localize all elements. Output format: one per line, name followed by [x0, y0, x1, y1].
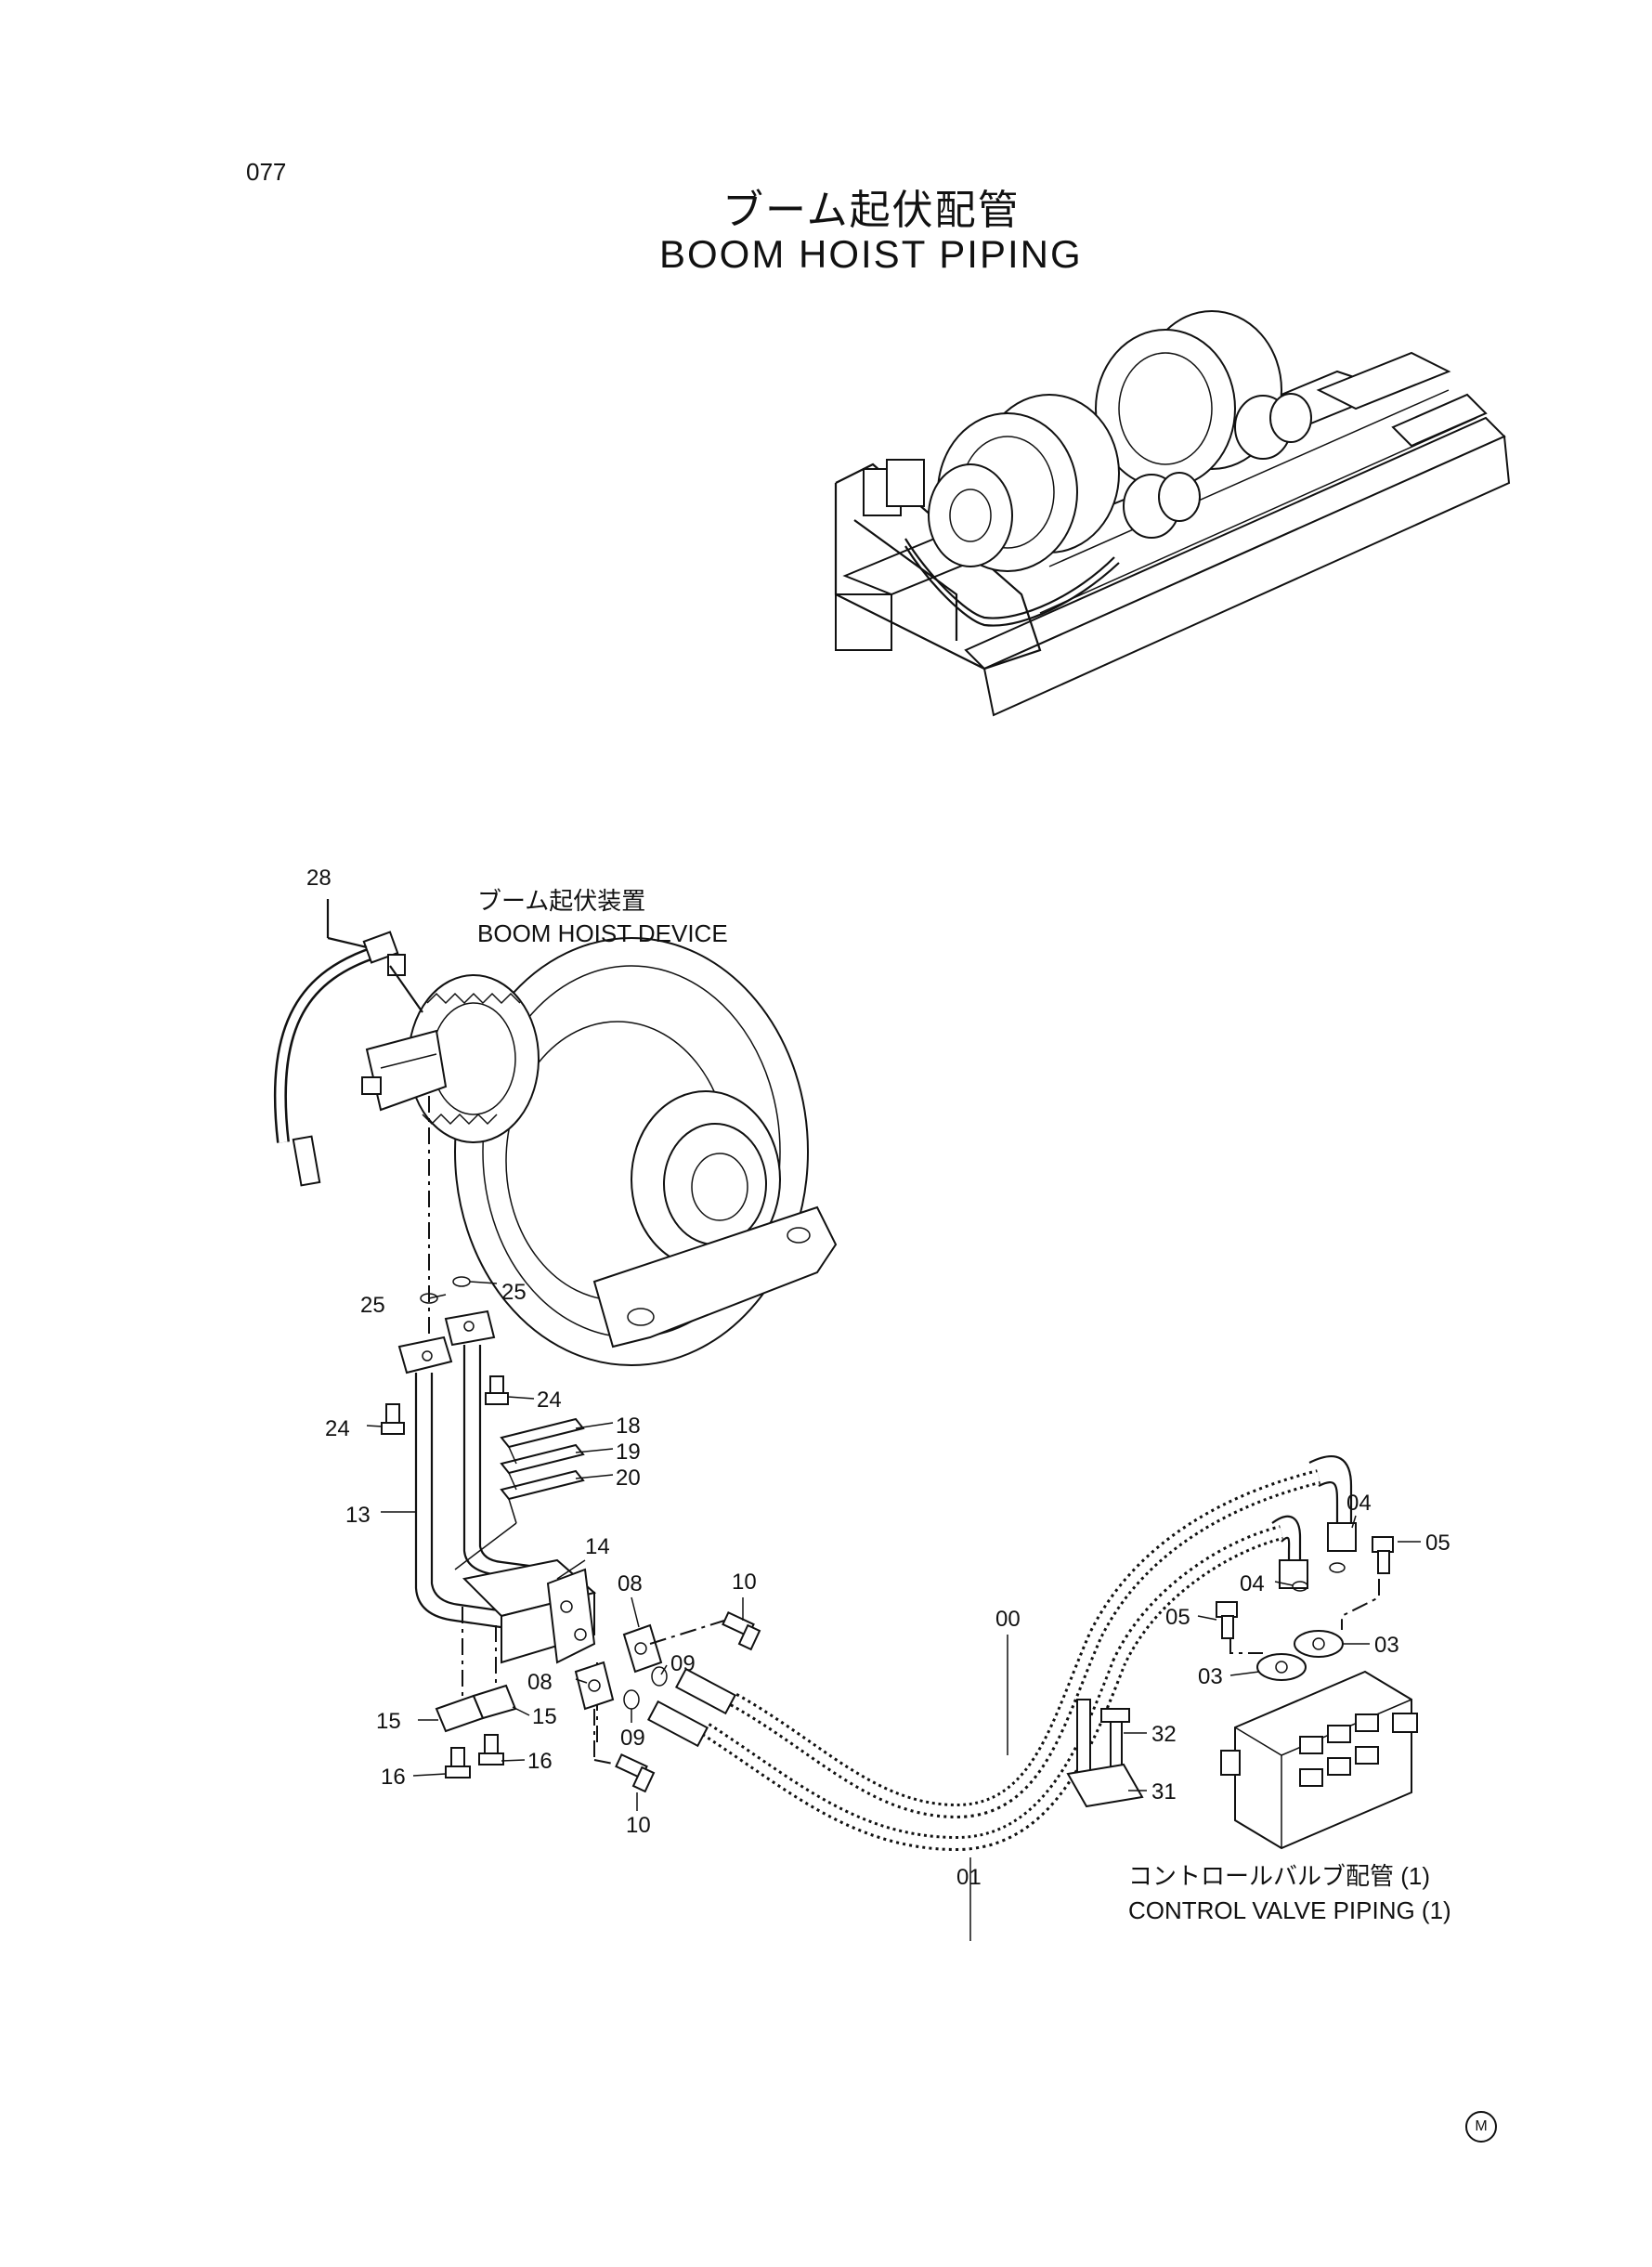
callout-25: 25 [501, 1280, 527, 1305]
hose-28 [273, 899, 423, 1187]
valve-label-jp: コントロールバルブ配管 (1) [1128, 1862, 1431, 1890]
page-title: BOOM HOIST PIPING [659, 232, 1083, 276]
callout-19: 19 [616, 1440, 641, 1465]
callout-09: 09 [670, 1651, 696, 1676]
callout-32: 32 [1151, 1722, 1177, 1747]
page-title-jp: ブーム起伏配管 [722, 188, 1021, 233]
callout-18: 18 [616, 1414, 641, 1439]
callout-14: 14 [585, 1534, 610, 1559]
callout-15: 15 [376, 1709, 401, 1734]
page-number: 077 [246, 158, 287, 186]
callout-03: 03 [1198, 1664, 1223, 1689]
callout-13: 13 [345, 1503, 371, 1528]
callout-24: 24 [537, 1388, 562, 1413]
callout-28: 28 [306, 866, 332, 891]
flange-parts-08-09-10 [574, 1610, 761, 1793]
valve-label: CONTROL VALVE PIPING (1) [1128, 1896, 1451, 1924]
callout-03: 03 [1374, 1633, 1399, 1658]
device-label-jp: ブーム起伏装置 [477, 887, 646, 915]
callout-16: 16 [527, 1749, 553, 1774]
callout-05: 05 [1425, 1531, 1450, 1556]
callout-09: 09 [620, 1726, 645, 1751]
callout-10: 10 [626, 1813, 651, 1838]
corner-mark-icon: M [1465, 2111, 1497, 2143]
callout-05: 05 [1165, 1605, 1190, 1630]
callout-leaders [366, 1281, 1421, 1941]
callout-10: 10 [732, 1570, 757, 1595]
callout-15: 15 [532, 1704, 557, 1729]
boom-hoist-device-illustration [361, 937, 838, 1366]
callout-24: 24 [325, 1416, 350, 1441]
machine-overview-illustration [834, 310, 1511, 717]
callout-04: 04 [1240, 1571, 1265, 1596]
control-valve-parts [1066, 1536, 1418, 1850]
callout-01: 01 [956, 1865, 982, 1890]
callout-04: 04 [1346, 1491, 1372, 1516]
callout-00: 00 [995, 1607, 1021, 1632]
callout-20: 20 [616, 1466, 641, 1491]
hoses-00-01 [646, 1455, 1357, 1852]
callout-08: 08 [618, 1571, 643, 1596]
callout-16: 16 [381, 1765, 406, 1790]
callout-25: 25 [360, 1293, 385, 1318]
callout-31: 31 [1151, 1779, 1177, 1804]
callout-08: 08 [527, 1670, 553, 1695]
device-label: BOOM HOIST DEVICE [477, 919, 728, 947]
